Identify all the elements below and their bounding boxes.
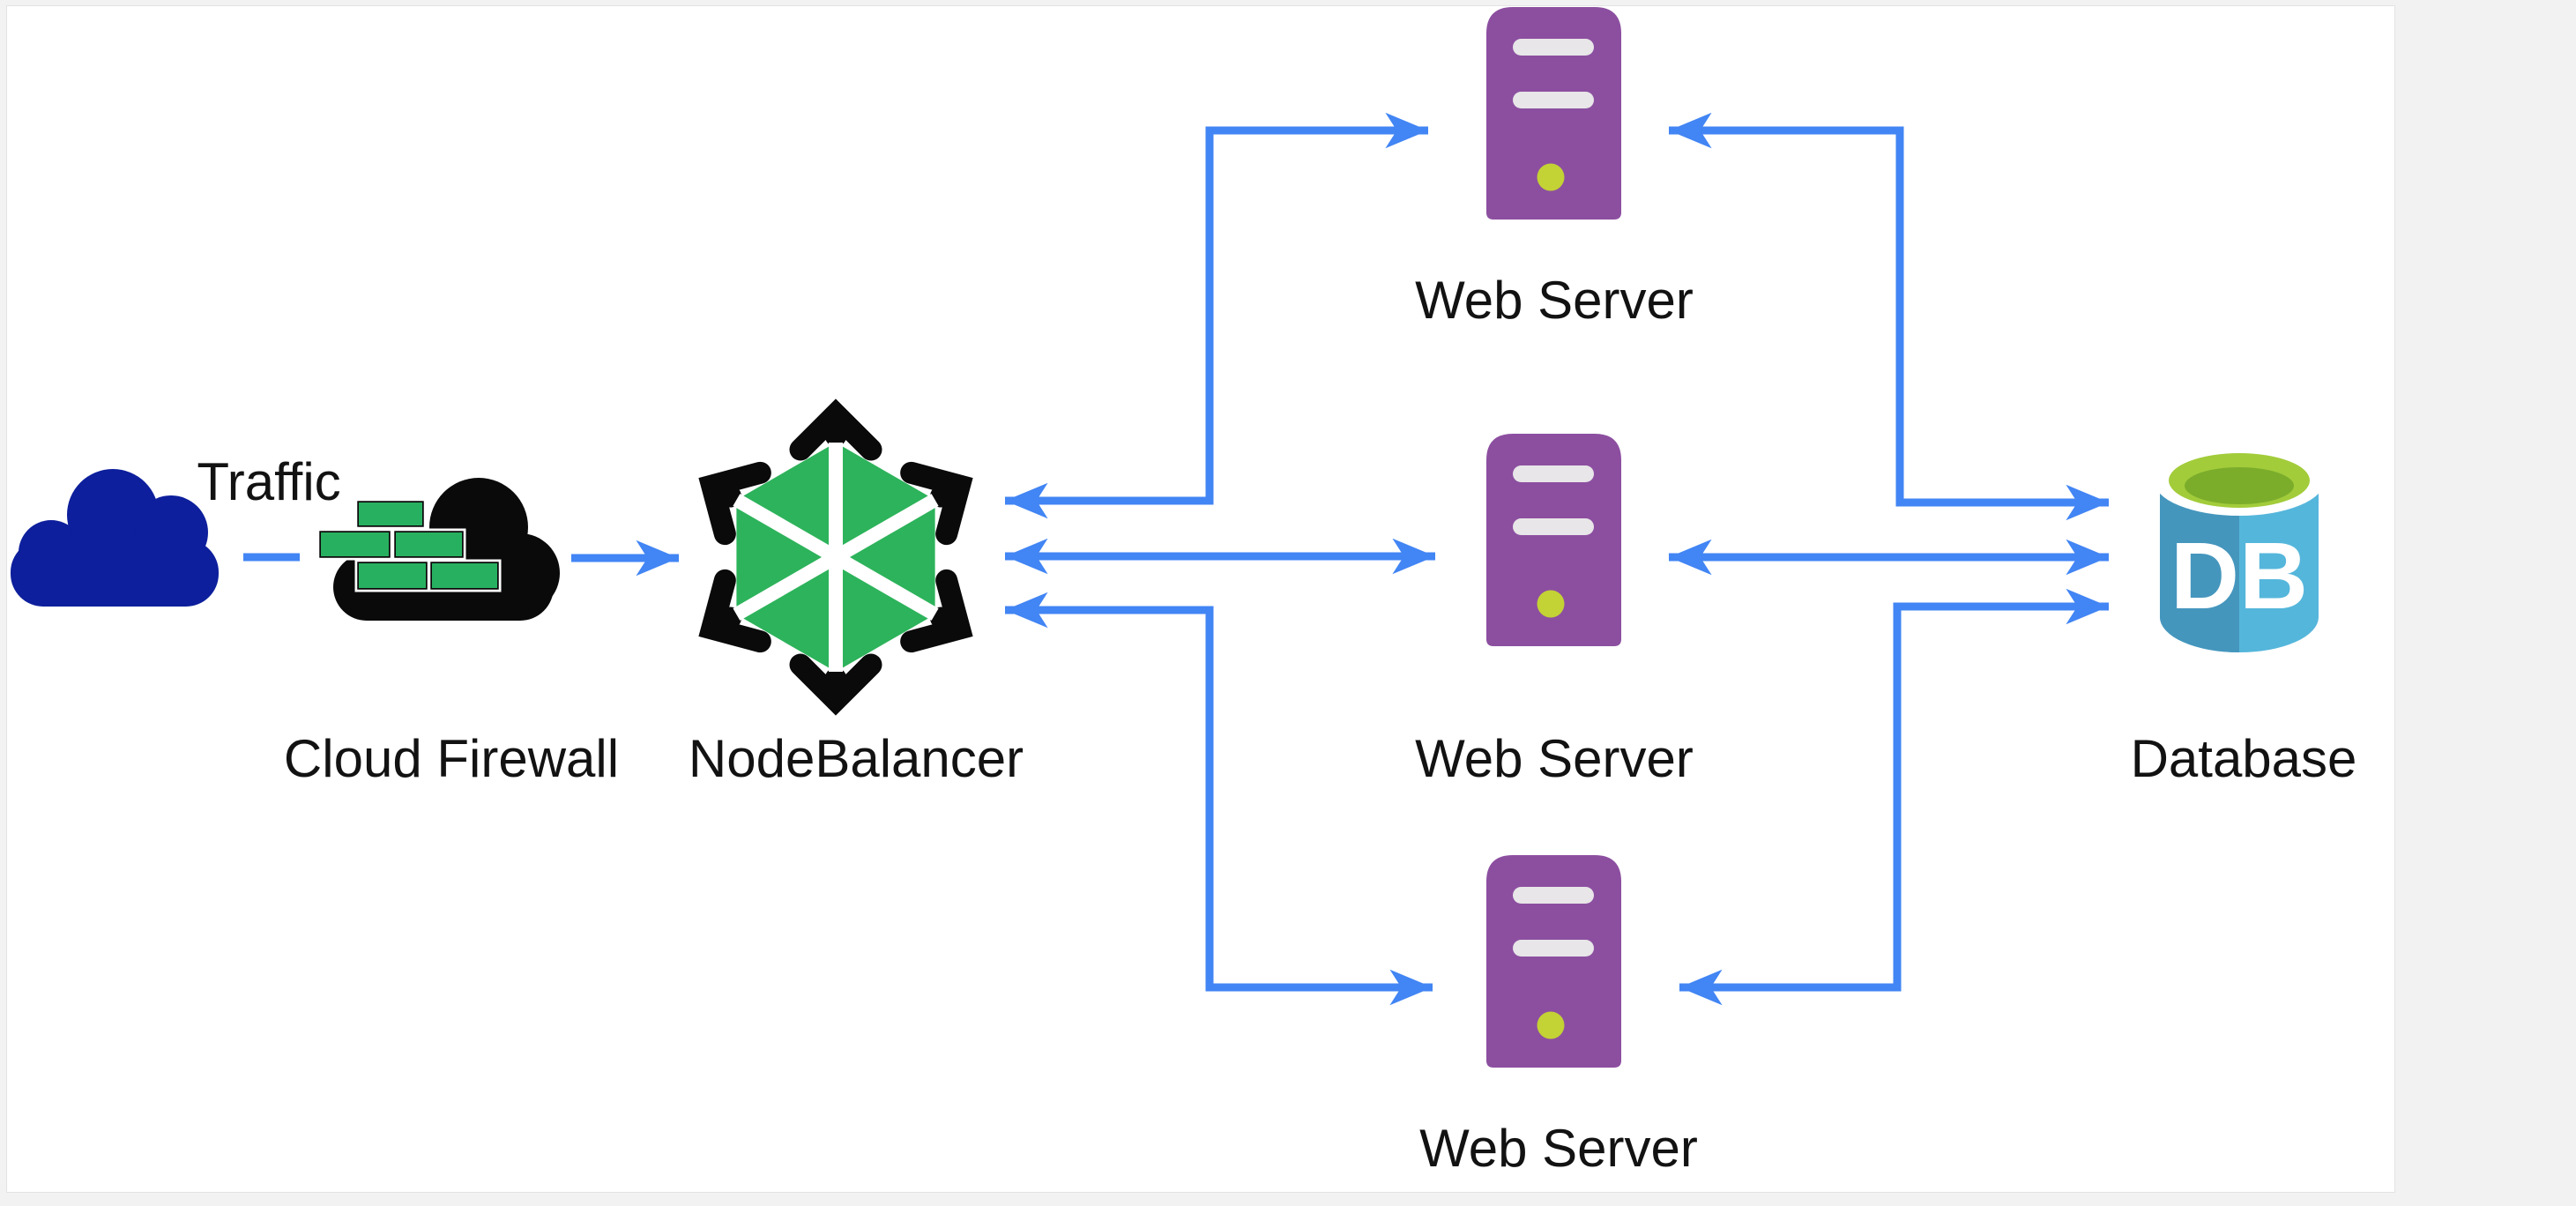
server-led: [1537, 1011, 1565, 1039]
database-icon-text: DB: [2170, 522, 2308, 629]
nodebalancer-arrows: [698, 398, 973, 716]
node-label-cloud-firewall: Cloud Firewall: [283, 729, 620, 788]
server-led: [1537, 590, 1565, 618]
cloud-firewall-icon: [316, 478, 560, 621]
connector-webserver1-database: [1669, 112, 2109, 521]
connector-nodebalancer-webserver3: [1005, 592, 1433, 1006]
web-server-icon: [1486, 7, 1621, 220]
nodebalancer-icon: [698, 398, 973, 716]
node-label-web-server-3: Web Server: [1419, 1119, 1698, 1178]
web-server-icon: [1486, 434, 1621, 646]
node-label-database: Database: [2130, 729, 2357, 788]
node-label-web-server-1: Web Server: [1415, 271, 1694, 330]
database-icon: DB: [2154, 445, 2325, 652]
traffic-cloud-icon: [11, 469, 219, 607]
node-label-nodebalancer: NodeBalancer: [688, 729, 1024, 788]
nodebalancer-dividers: [733, 443, 939, 672]
server-led: [1537, 163, 1565, 191]
connector-webserver3-database: [1679, 588, 2109, 1006]
node-label-traffic: Traffic: [197, 452, 341, 511]
web-server-icon: [1486, 855, 1621, 1068]
node-label-web-server-2: Web Server: [1415, 729, 1694, 788]
connector-nodebalancer-webserver1: [1005, 112, 1428, 519]
firewall-bricks: [316, 498, 502, 592]
